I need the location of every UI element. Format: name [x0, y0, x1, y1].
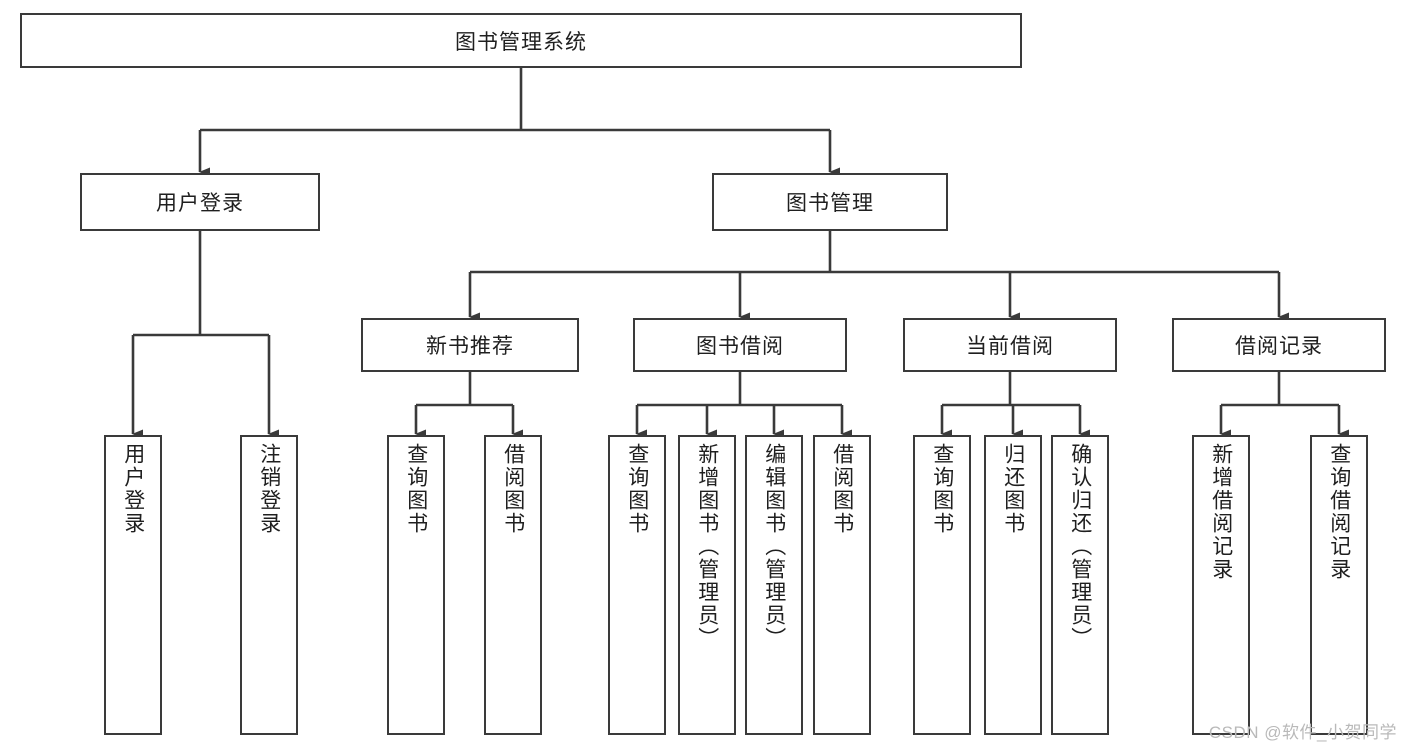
node-current-borrow-label: 当前借阅 — [966, 335, 1054, 358]
node-book-manage[interactable]: 图书管理 — [712, 173, 948, 231]
node-borrow-record[interactable]: 借阅记录 — [1172, 318, 1386, 372]
node-book-borrow[interactable]: 图书借阅 — [633, 318, 847, 372]
leaf-borrow-book-rec[interactable]: 借阅图书 — [484, 435, 542, 735]
leaf-add-borrow-record[interactable]: 新增借阅记录 — [1192, 435, 1250, 735]
leaf-borrow-book-rec-label: 借阅图书 — [501, 443, 525, 535]
node-borrow-record-label: 借阅记录 — [1235, 335, 1323, 358]
leaf-confirm-return-admin[interactable]: 确认归还（管理员） — [1051, 435, 1109, 735]
leaf-return-book[interactable]: 归还图书 — [984, 435, 1042, 735]
leaf-logout-login[interactable]: 注销登录 — [240, 435, 298, 735]
leaf-user-login[interactable]: 用户登录 — [104, 435, 162, 735]
leaf-add-book-admin-label: 新增图书（管理员） — [695, 443, 719, 650]
node-book-borrow-label: 图书借阅 — [696, 335, 784, 358]
leaf-add-book-admin[interactable]: 新增图书（管理员） — [678, 435, 736, 735]
node-root-system-label: 图书管理系统 — [455, 30, 587, 54]
node-user-login[interactable]: 用户登录 — [80, 173, 320, 231]
node-book-manage-label: 图书管理 — [786, 192, 874, 215]
leaf-return-book-label: 归还图书 — [1001, 443, 1025, 535]
leaf-borrow-book-borrow[interactable]: 借阅图书 — [813, 435, 871, 735]
leaf-query-book-current-label: 查询图书 — [930, 443, 954, 535]
node-new-book-recommend[interactable]: 新书推荐 — [361, 318, 579, 372]
leaf-query-borrow-record[interactable]: 查询借阅记录 — [1310, 435, 1368, 735]
node-new-book-recommend-label: 新书推荐 — [426, 335, 514, 358]
leaf-query-book-borrow[interactable]: 查询图书 — [608, 435, 666, 735]
node-root-system[interactable]: 图书管理系统 — [20, 13, 1022, 68]
node-current-borrow[interactable]: 当前借阅 — [903, 318, 1117, 372]
leaf-user-login-label: 用户登录 — [121, 443, 145, 535]
leaf-query-book-rec-label: 查询图书 — [404, 443, 428, 535]
leaf-edit-book-admin-label: 编辑图书（管理员） — [762, 443, 786, 650]
leaf-borrow-book-borrow-label: 借阅图书 — [830, 443, 854, 535]
leaf-query-book-rec[interactable]: 查询图书 — [387, 435, 445, 735]
leaf-query-borrow-record-label: 查询借阅记录 — [1327, 443, 1351, 581]
leaf-add-borrow-record-label: 新增借阅记录 — [1209, 443, 1233, 581]
leaf-query-book-current[interactable]: 查询图书 — [913, 435, 971, 735]
leaf-query-book-borrow-label: 查询图书 — [625, 443, 649, 535]
node-user-login-label: 用户登录 — [156, 192, 244, 215]
leaf-edit-book-admin[interactable]: 编辑图书（管理员） — [745, 435, 803, 735]
leaf-confirm-return-admin-label: 确认归还（管理员） — [1068, 443, 1092, 650]
leaf-logout-login-label: 注销登录 — [257, 443, 281, 535]
